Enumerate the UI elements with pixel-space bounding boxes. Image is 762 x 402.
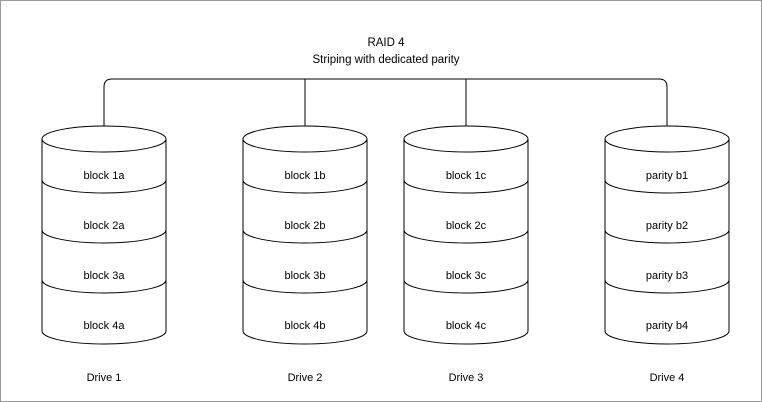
drive-4-block-4-label: parity b4 xyxy=(646,320,688,332)
drive-4-body xyxy=(604,125,730,345)
drive-1-block-4-label: block 4a xyxy=(84,320,126,332)
drive-4-block-1-label: parity b1 xyxy=(646,170,688,182)
drive-4-top-rim xyxy=(604,138,730,153)
drive-3-block-2-label: block 2c xyxy=(446,220,487,232)
diagram-title: RAID 4 Striping with dedicated parity xyxy=(312,37,459,66)
drive-2-block-4-label: block 4b xyxy=(285,320,326,332)
drive-2-block-3-label: block 3b xyxy=(285,270,326,282)
drive-1-divider-1 xyxy=(41,179,167,194)
drive-2-label: Drive 2 xyxy=(288,372,323,384)
drive-3-block-3-label: block 3c xyxy=(446,270,487,282)
drive-4-divider-2 xyxy=(604,229,730,244)
drive-3-divider-3 xyxy=(403,279,529,294)
drive-1-block-3-label: block 3a xyxy=(84,270,126,282)
drive-4-label: Drive 4 xyxy=(650,372,685,384)
controller-bus xyxy=(103,78,668,126)
drive-3-divider-2 xyxy=(403,229,529,244)
drive-2-block-1-label: block 1b xyxy=(285,170,326,182)
drive-3-block-1-label: block 1c xyxy=(446,170,487,182)
drive-2-divider-1 xyxy=(242,179,368,194)
drive-2-divider-2 xyxy=(242,229,368,244)
drive-2-body xyxy=(242,125,368,345)
drive-1[interactable]: block 1a block 2a block 3a block 4a Drive 1 xyxy=(41,125,167,384)
drive-2-block-2-label: block 2b xyxy=(285,220,326,232)
drive-3[interactable]: block 1c block 2c block 3c block 4c Drive 3 xyxy=(403,125,529,384)
drive-2[interactable]: block 1b block 2b block 3b block 4b Drive 2 xyxy=(242,125,368,384)
drive-1-block-1-label: block 1a xyxy=(84,170,126,182)
drive-4-divider-3 xyxy=(604,279,730,294)
drive-3-top-rim xyxy=(403,138,529,153)
drive-1-top-rim xyxy=(41,138,167,153)
drive-4[interactable]: parity b1 parity b2 parity b3 parity b4 Driv… xyxy=(604,125,730,384)
drive-3-block-4-label: block 4c xyxy=(446,320,487,332)
drive-1-block-2-label: block 2a xyxy=(84,220,126,232)
drive-2-divider-3 xyxy=(242,279,368,294)
drive-2-top-rim xyxy=(242,138,368,153)
drive-4-block-3-label: parity b3 xyxy=(646,270,688,282)
drive-3-label: Drive 3 xyxy=(449,372,484,384)
drive-4-divider-1 xyxy=(604,179,730,194)
drive-3-divider-1 xyxy=(403,179,529,194)
drive-1-label: Drive 1 xyxy=(87,372,122,384)
drive-4-block-2-label: parity b2 xyxy=(646,220,688,232)
drive-1-divider-2 xyxy=(41,229,167,244)
title-line-1: RAID 4 xyxy=(367,37,405,49)
drive-1-divider-3 xyxy=(41,279,167,294)
bus-bar-path xyxy=(103,78,668,126)
title-line-2: Striping with dedicated parity xyxy=(312,54,459,66)
drive-3-body xyxy=(403,125,529,345)
drive-1-body xyxy=(41,125,167,345)
